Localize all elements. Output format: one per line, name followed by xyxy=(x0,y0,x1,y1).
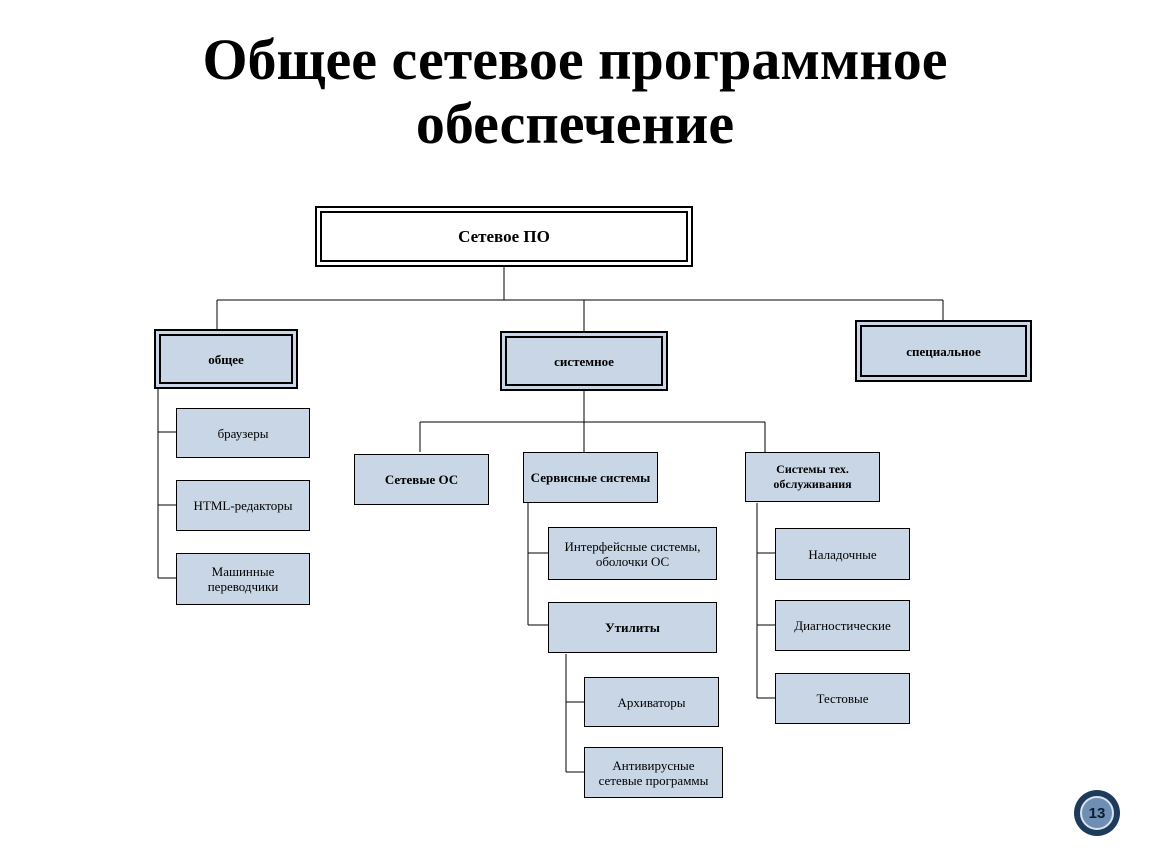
node-test: Тестовые xyxy=(775,673,910,724)
node-system: системное xyxy=(505,336,663,386)
slide-title-line-1: Общее сетевое программное xyxy=(202,27,948,92)
node-special: специальное xyxy=(860,325,1027,377)
node-network-os: Сетевые ОС xyxy=(354,454,489,505)
page-number-badge: 13 xyxy=(1074,790,1120,836)
node-maintenance-systems: Системы тех. обслуживания xyxy=(745,452,880,502)
node-setup: Наладочные xyxy=(775,528,910,580)
node-root: Сетевое ПО xyxy=(320,211,688,262)
page-number: 13 xyxy=(1080,796,1114,830)
node-general: общее xyxy=(159,334,293,384)
node-antivirus: Антивирусные сетевые программы xyxy=(584,747,723,798)
slide-title-line-2: обеспечение xyxy=(415,91,735,156)
node-utilities: Утилиты xyxy=(548,602,717,653)
node-service-systems: Сервисные системы xyxy=(523,452,658,503)
node-diagnostic: Диагностические xyxy=(775,600,910,651)
node-html-editors: HTML-редакторы xyxy=(176,480,310,531)
node-translators: Машинные переводчики xyxy=(176,553,310,605)
node-interface-systems: Интерфейсные системы, оболочки ОС xyxy=(548,527,717,580)
slide-title: Общее сетевое программное обеспечение xyxy=(0,28,1150,156)
node-archivers: Архиваторы xyxy=(584,677,719,727)
node-browsers: браузеры xyxy=(176,408,310,458)
